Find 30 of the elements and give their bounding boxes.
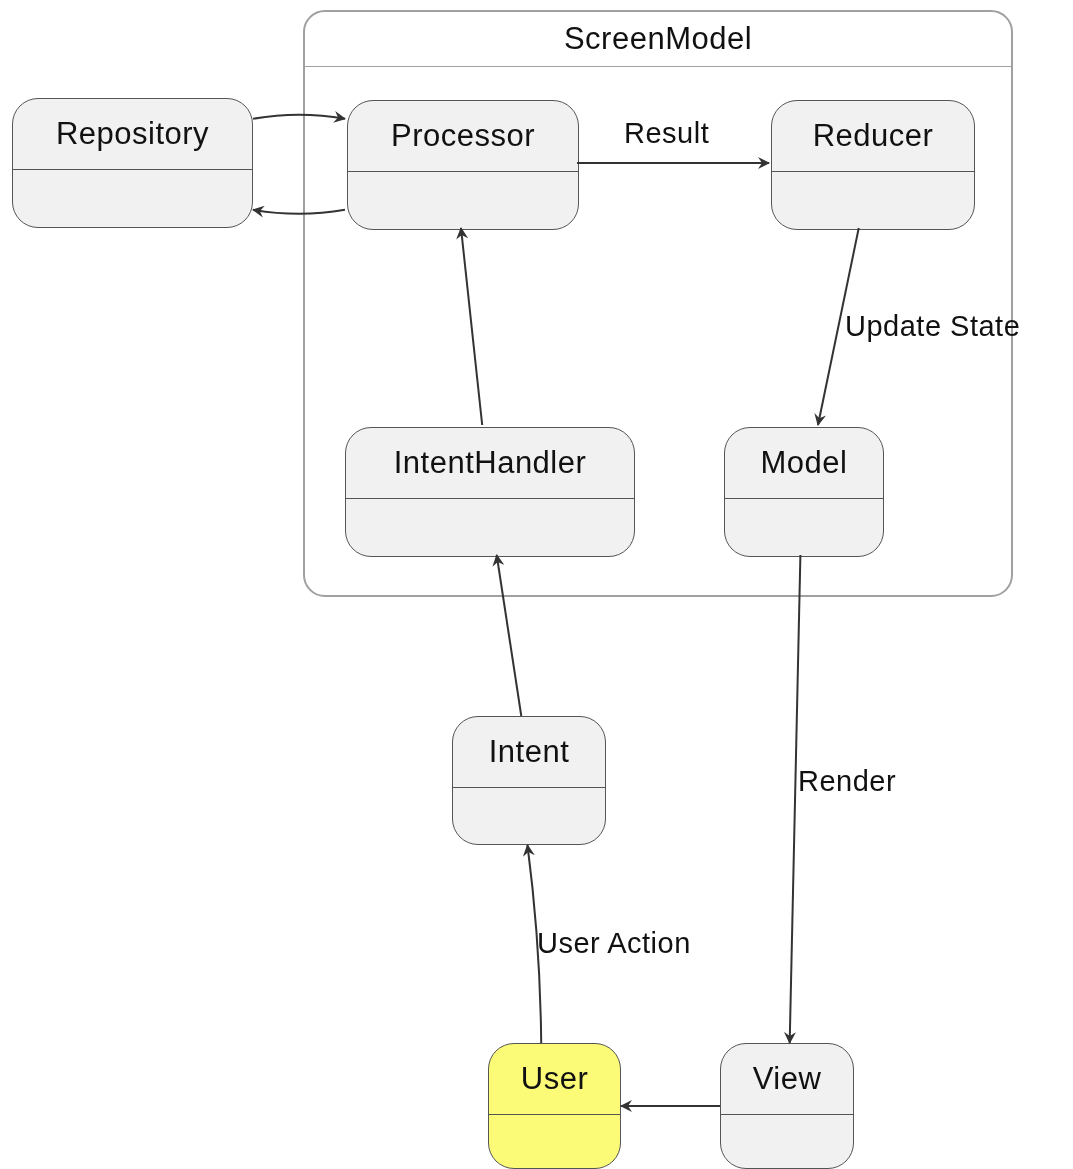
arrow (252, 205, 346, 218)
state-name: Reducer (812, 118, 934, 154)
state-name: ScreenModel (563, 21, 753, 57)
arrow (456, 227, 484, 426)
state-box (12, 98, 253, 228)
edge-label: Update State (845, 310, 1021, 343)
state-box (452, 716, 606, 845)
edge-label: Result (624, 117, 710, 150)
state-box (347, 100, 579, 230)
arrow (620, 1100, 721, 1112)
state-name: Intent (488, 734, 570, 770)
state-name: IntentHandler (393, 445, 587, 481)
state-box (488, 1043, 621, 1169)
state-name: Processor (390, 118, 535, 154)
state-box (771, 100, 975, 230)
arrow (576, 157, 770, 169)
state-name: View (752, 1061, 822, 1097)
edge-label: User Action (537, 927, 691, 960)
state-name: User (520, 1061, 589, 1097)
state-name: Repository (55, 116, 210, 152)
arrow (783, 554, 802, 1044)
arrow (252, 111, 346, 123)
state-name: Model (760, 445, 848, 481)
state-box (720, 1043, 854, 1169)
arrow (492, 554, 523, 717)
state-box (724, 427, 884, 557)
arrow (814, 227, 860, 426)
edge-label: Render (798, 765, 897, 798)
state-box (345, 427, 635, 557)
arrow (522, 844, 543, 1044)
